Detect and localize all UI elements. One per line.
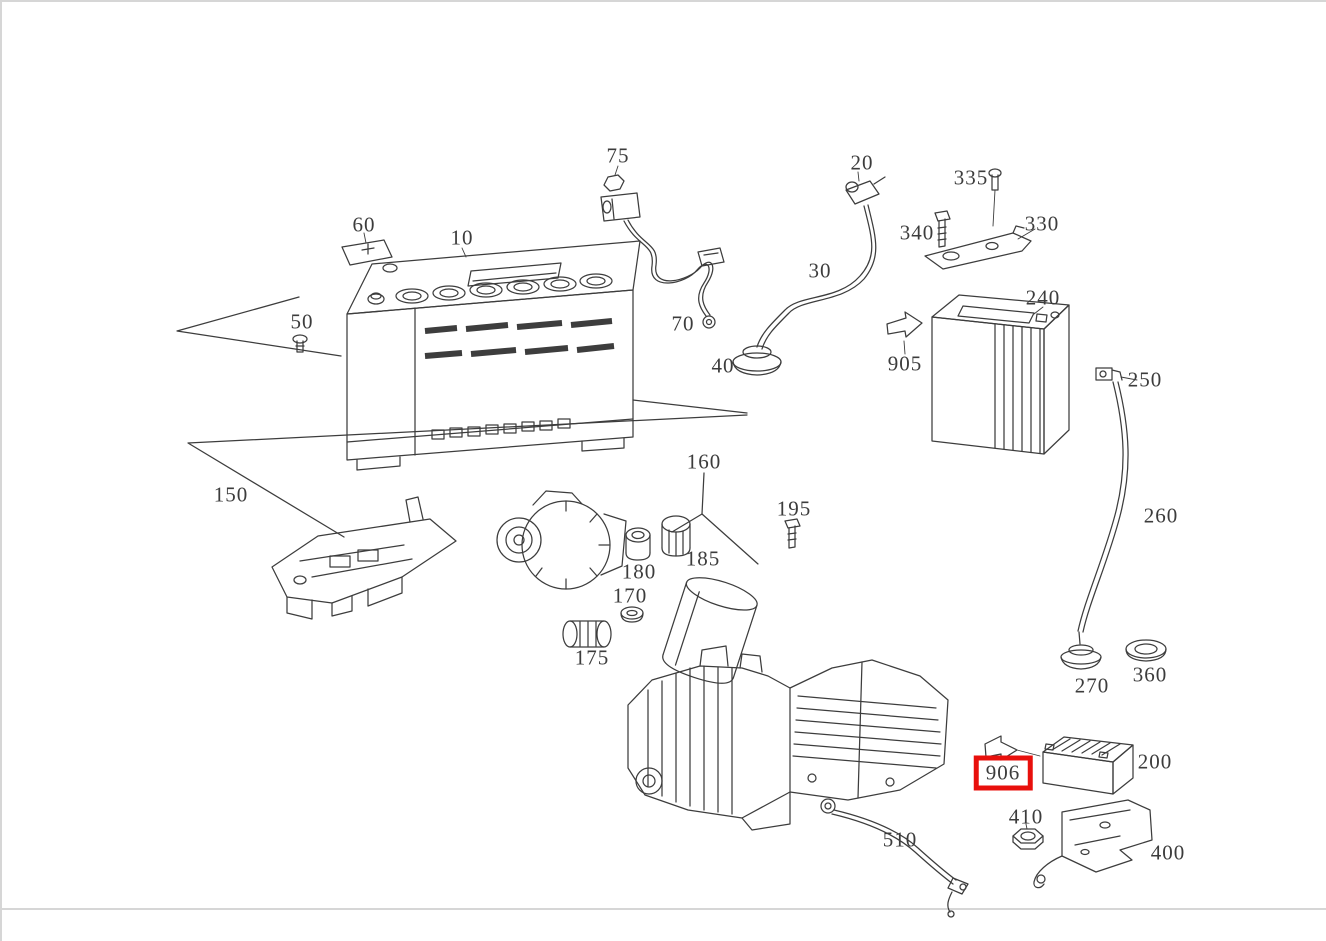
part-label-175[interactable]: 175 (574, 645, 610, 670)
part-label-75[interactable]: 75 (606, 143, 630, 168)
part-label-70[interactable]: 70 (671, 311, 695, 336)
part-label-50[interactable]: 50 (290, 309, 314, 334)
alternator-drawing (496, 490, 627, 590)
part-label-906[interactable]: 906 (973, 755, 1033, 791)
part-label-30[interactable]: 30 (808, 258, 832, 283)
part-label-200[interactable]: 200 (1137, 749, 1173, 774)
part-175-drawing (562, 620, 612, 648)
part-label-335[interactable]: 335 (953, 165, 989, 190)
part-label-195[interactable]: 195 (776, 496, 812, 521)
terminal-fitting-75-drawing (600, 165, 641, 222)
part-label-270[interactable]: 270 (1074, 673, 1110, 698)
part-label-360[interactable]: 360 (1132, 662, 1168, 687)
bracket-330-drawing (924, 225, 1036, 270)
part-180-drawing (625, 527, 651, 561)
part-label-250[interactable]: 250 (1127, 367, 1163, 392)
page-separator-bottom (0, 908, 1326, 910)
part-label-10[interactable]: 10 (450, 225, 474, 250)
nut-410-drawing (1012, 823, 1044, 850)
part-label-170[interactable]: 170 (612, 583, 648, 608)
part-label-185[interactable]: 185 (685, 546, 721, 571)
ground-cable-70-drawing (623, 219, 725, 329)
terminal-250-drawing (1095, 367, 1138, 381)
part-label-60[interactable]: 60 (352, 212, 376, 237)
part-label-240[interactable]: 240 (1025, 285, 1061, 310)
battery-tray-drawing (271, 496, 457, 620)
bolt-340-drawing (934, 210, 951, 248)
bracket-400-drawing (1033, 799, 1153, 889)
page-border-left (0, 0, 2, 941)
ground-strap-drawing (820, 798, 969, 918)
aux-battery-240-drawing (931, 294, 1070, 455)
cable-260-drawing (1077, 381, 1129, 633)
grommet-40-drawing (732, 345, 782, 376)
part-label-905[interactable]: 905 (887, 351, 923, 376)
leader-lines-160 (671, 472, 759, 565)
battery-cable-30-drawing (756, 204, 877, 350)
starter-drawing (662, 577, 758, 684)
terminal-clamp-20-drawing (845, 171, 886, 205)
part-170-drawing (620, 606, 644, 623)
part-label-400[interactable]: 400 (1150, 840, 1186, 865)
part-label-180[interactable]: 180 (621, 559, 657, 584)
page-border-top (0, 0, 1326, 2)
part-label-410[interactable]: 410 (1008, 804, 1044, 829)
part-label-20[interactable]: 20 (850, 150, 874, 175)
part-label-340[interactable]: 340 (899, 220, 935, 245)
part-label-160[interactable]: 160 (686, 449, 722, 474)
part-label-330[interactable]: 330 (1024, 211, 1060, 236)
part-label-260[interactable]: 260 (1143, 503, 1179, 528)
part-185-drawing (661, 515, 691, 557)
grommet-270-drawing (1060, 631, 1102, 670)
screw-335-drawing (988, 168, 1002, 227)
screw-50-drawing (292, 334, 308, 353)
transmission-drawing (627, 645, 949, 831)
part-label-150[interactable]: 150 (213, 482, 249, 507)
arrow-905-drawing (886, 311, 923, 355)
bolt-195-drawing (784, 518, 801, 549)
aux-battery-200-drawing (1042, 736, 1134, 795)
cap-360-drawing (1125, 639, 1167, 662)
retainer-plate-drawing (341, 232, 393, 266)
part-label-510[interactable]: 510 (882, 827, 918, 852)
part-label-40[interactable]: 40 (711, 353, 735, 378)
